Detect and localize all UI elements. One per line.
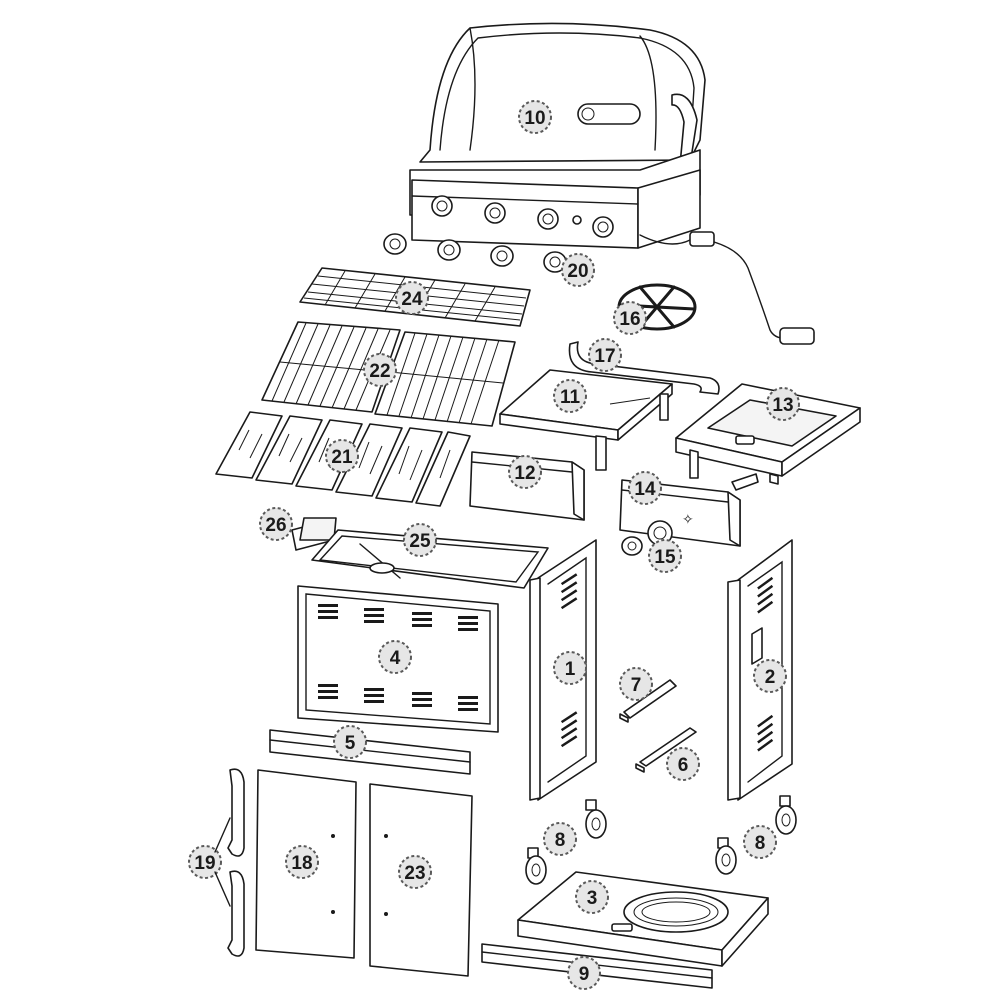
callout-heat-tents: 21 bbox=[325, 439, 359, 473]
grill-lid-drawing bbox=[409, 22, 815, 345]
callout-badge bbox=[588, 338, 622, 372]
braces-drawing bbox=[619, 679, 697, 773]
callout-badge bbox=[363, 353, 397, 387]
callout-number: 8 bbox=[555, 830, 566, 851]
callout-badge bbox=[575, 880, 609, 914]
callout-badge bbox=[188, 845, 222, 879]
callout-back-panel: 4 bbox=[378, 640, 412, 674]
callout-badge bbox=[743, 825, 777, 859]
callout-badge bbox=[553, 651, 587, 685]
callout-badge bbox=[259, 507, 293, 541]
callout-casters-left: 8 bbox=[543, 822, 577, 856]
callout-side-shelf-front-panel: 12 bbox=[508, 455, 542, 489]
callout-badge bbox=[378, 640, 412, 674]
callout-control-knobs: 20 bbox=[561, 253, 595, 287]
callout-left-door: 18 bbox=[285, 845, 319, 879]
callout-number: 9 bbox=[579, 964, 590, 985]
callout-number: 7 bbox=[631, 675, 642, 696]
callout-badge bbox=[666, 747, 700, 781]
callout-number: 3 bbox=[587, 888, 598, 909]
callout-badge bbox=[567, 956, 601, 990]
callout-number: 19 bbox=[194, 853, 215, 874]
callout-number: 13 bbox=[772, 395, 793, 416]
callout-number: 23 bbox=[404, 863, 425, 884]
callout-badge bbox=[613, 301, 647, 335]
callout-number: 12 bbox=[514, 463, 535, 484]
callout-badge bbox=[619, 667, 653, 701]
callout-badge bbox=[333, 725, 367, 759]
callout-number: 21 bbox=[331, 447, 353, 468]
callout-side-shelf-handle: 17 bbox=[588, 338, 622, 372]
callout-number: 14 bbox=[634, 479, 656, 500]
callout-grease-cup: 26 bbox=[259, 507, 293, 541]
callout-number: 25 bbox=[409, 531, 431, 552]
callout-number: 11 bbox=[560, 387, 581, 408]
callout-firebox-bottom: 25 bbox=[403, 523, 437, 557]
callout-base-rail: 9 bbox=[567, 956, 601, 990]
callout-rear-brace: 6 bbox=[666, 747, 700, 781]
callout-number: 20 bbox=[567, 261, 588, 282]
callout-badge bbox=[398, 855, 432, 889]
callout-bottom-shelf: 3 bbox=[575, 880, 609, 914]
callout-side-burner-front-panel: 14 bbox=[628, 471, 662, 505]
side-burner-knob-drawing bbox=[621, 520, 673, 556]
callout-cooking-grates: 22 bbox=[363, 353, 397, 387]
callout-number: 2 bbox=[765, 667, 776, 688]
callout-badge bbox=[395, 281, 429, 315]
callout-right-side-shelf-frame: 11 bbox=[553, 379, 587, 413]
callout-number: 1 bbox=[565, 659, 576, 680]
callout-badge bbox=[553, 379, 587, 413]
front-brace-drawing bbox=[269, 729, 471, 775]
firebox-bottom-drawing bbox=[311, 529, 549, 589]
callout-side-burner-knob: 15 bbox=[648, 539, 682, 573]
callout-number: 22 bbox=[369, 361, 390, 382]
callout-badge bbox=[543, 822, 577, 856]
callout-front-brace: 5 bbox=[333, 725, 367, 759]
callout-number: 6 bbox=[678, 755, 689, 776]
callout-leader-line bbox=[214, 817, 231, 853]
svg-text:✧: ✧ bbox=[682, 512, 694, 528]
callout-upper-brace: 7 bbox=[619, 667, 653, 701]
callout-right-door: 23 bbox=[398, 855, 432, 889]
callout-left-side-panel: 1 bbox=[553, 651, 587, 685]
callout-leader-line bbox=[214, 871, 231, 907]
callout-badge bbox=[508, 455, 542, 489]
side-burner-shelf-drawing bbox=[675, 383, 861, 485]
callout-number: 24 bbox=[401, 289, 423, 310]
callout-number: 16 bbox=[619, 309, 640, 330]
callout-side-burner-shelf: 13 bbox=[766, 387, 800, 421]
callout-number: 8 bbox=[755, 833, 766, 854]
callout-badge bbox=[403, 523, 437, 557]
doors-drawing bbox=[255, 769, 473, 977]
callout-badge bbox=[518, 100, 552, 134]
callout-badge bbox=[648, 539, 682, 573]
callout-badge bbox=[561, 253, 595, 287]
callout-number: 26 bbox=[265, 515, 286, 536]
callout-lid: 10 bbox=[518, 100, 552, 134]
callout-number: 17 bbox=[594, 346, 615, 367]
callout-door-handles: 19 bbox=[188, 845, 222, 879]
side-shelf-handle-drawing bbox=[568, 341, 720, 395]
callout-casters-right: 8 bbox=[743, 825, 777, 859]
casters-drawing bbox=[525, 795, 797, 885]
callout-side-burner-grate: 16 bbox=[613, 301, 647, 335]
control-knobs-drawing bbox=[383, 233, 567, 273]
callout-right-side-panel: 2 bbox=[753, 659, 787, 693]
door-handles-drawing bbox=[227, 768, 245, 957]
side-shelf-frame-drawing bbox=[499, 369, 673, 471]
cooking-grates-drawing bbox=[261, 321, 516, 427]
callout-badge bbox=[285, 845, 319, 879]
callout-number: 10 bbox=[524, 108, 545, 129]
callout-badge bbox=[628, 471, 662, 505]
callout-number: 4 bbox=[390, 648, 401, 669]
callout-number: 15 bbox=[654, 547, 676, 568]
callout-badge bbox=[766, 387, 800, 421]
callout-badge bbox=[325, 439, 359, 473]
callout-warming-rack: 24 bbox=[395, 281, 429, 315]
callout-number: 5 bbox=[345, 733, 356, 754]
callout-number: 18 bbox=[291, 853, 312, 874]
callout-badge bbox=[753, 659, 787, 693]
